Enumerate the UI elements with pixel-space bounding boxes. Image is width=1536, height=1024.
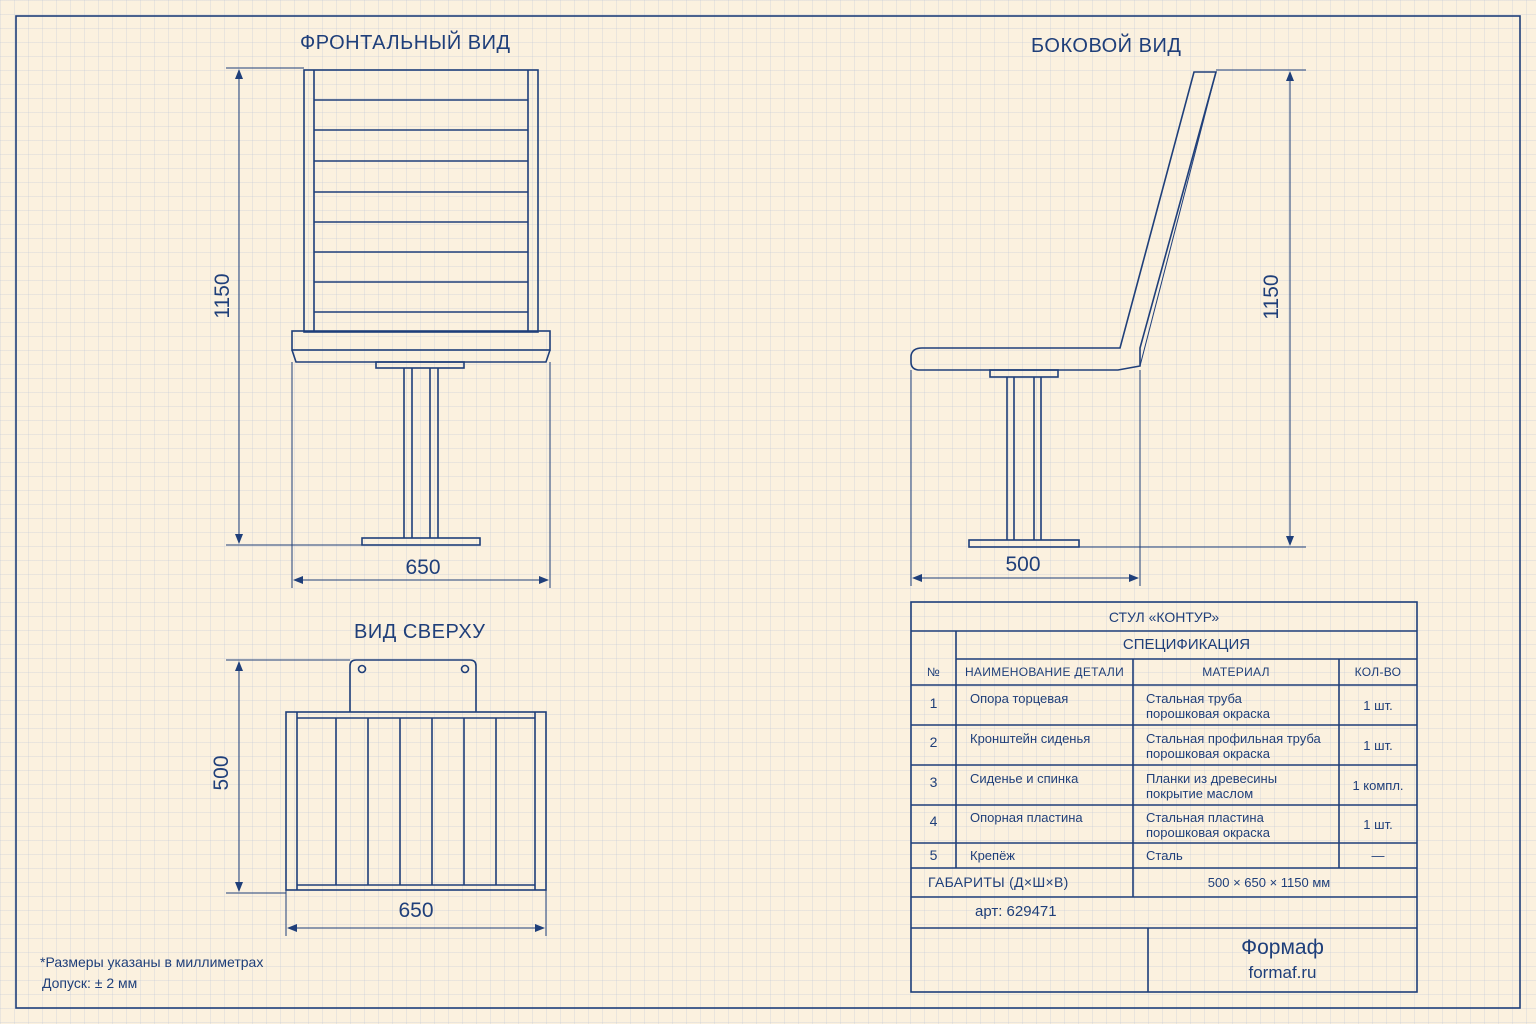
brand-website: formaf.ru [1248, 963, 1317, 982]
table-row-material: Сталь [1146, 848, 1183, 863]
table-row-num: 4 [929, 813, 938, 829]
front-view [226, 67, 551, 588]
top-width-dimension: 650 [398, 899, 434, 922]
table-row-material: Планки из древесины [1146, 771, 1278, 786]
table-section-title: СПЕЦИФИКАЦИЯ [1122, 636, 1251, 653]
col-header-qty: КОЛ-ВО [1354, 665, 1402, 679]
side-view [910, 69, 1306, 586]
col-header-num: № [926, 665, 941, 679]
side-view-title: БОКОВОЙ ВИД [1031, 35, 1182, 57]
sheet-border [15, 15, 1521, 1009]
spec-table-grid [910, 601, 1418, 993]
table-product-title: СТУЛ «КОНТУР» [1108, 609, 1220, 625]
top-view-title: ВИД СВЕРХУ [354, 621, 486, 643]
table-row-num: 2 [929, 734, 938, 750]
table-row-qty: — [1371, 848, 1385, 863]
table-row-name: Крепёж [970, 848, 1015, 863]
table-row-name: Опорная пластина [970, 810, 1083, 825]
article-number: арт: 629471 [975, 903, 1057, 920]
table-row-material: Стальная профильная труба [1146, 731, 1321, 746]
table-row-qty: 1 шт. [1363, 817, 1393, 832]
top-depth-dimension: 500 [210, 755, 233, 791]
table-row-num: 3 [929, 774, 938, 790]
table-row-name: Сиденье и спинка [970, 771, 1079, 786]
col-header-name: НАИМЕНОВАНИЕ ДЕТАЛИ [964, 665, 1125, 679]
table-row-num: 1 [929, 695, 938, 711]
tolerance-note: Допуск: ± 2 мм [42, 975, 138, 991]
table-row-num: 5 [929, 847, 938, 863]
overall-dimensions-value: 500 × 650 × 1150 мм [1207, 875, 1331, 890]
table-row-material-note: порошковая окраска [1146, 825, 1270, 840]
units-note: *Размеры указаны в миллиметрах [40, 954, 264, 970]
brand-name: Формаф [1241, 936, 1324, 959]
col-header-material: МАТЕРИАЛ [1202, 665, 1270, 679]
table-row-qty: 1 шт. [1363, 698, 1393, 713]
table-row-material-note: покрытие маслом [1146, 786, 1254, 801]
table-row-material: Стальная труба [1146, 691, 1242, 706]
front-height-dimension: 1150 [211, 273, 234, 319]
side-height-dimension: 1150 [1260, 274, 1283, 320]
front-width-dimension: 650 [405, 556, 441, 579]
table-row-name: Опора торцевая [970, 691, 1069, 706]
table-row-material-note: порошковая окраска [1146, 706, 1270, 721]
table-row-material-note: порошковая окраска [1146, 746, 1270, 761]
table-row-qty: 1 шт. [1363, 738, 1393, 753]
front-view-title: ФРОНТАЛЬНЫЙ ВИД [300, 32, 511, 54]
table-row-qty: 1 компл. [1352, 778, 1404, 793]
side-depth-dimension: 500 [1005, 553, 1041, 576]
table-row-name: Кронштейн сиденья [970, 731, 1091, 746]
top-view [226, 659, 547, 936]
overall-dimensions-label: ГАБАРИТЫ (Д×Ш×В) [928, 874, 1069, 890]
table-row-material: Стальная пластина [1146, 810, 1264, 825]
